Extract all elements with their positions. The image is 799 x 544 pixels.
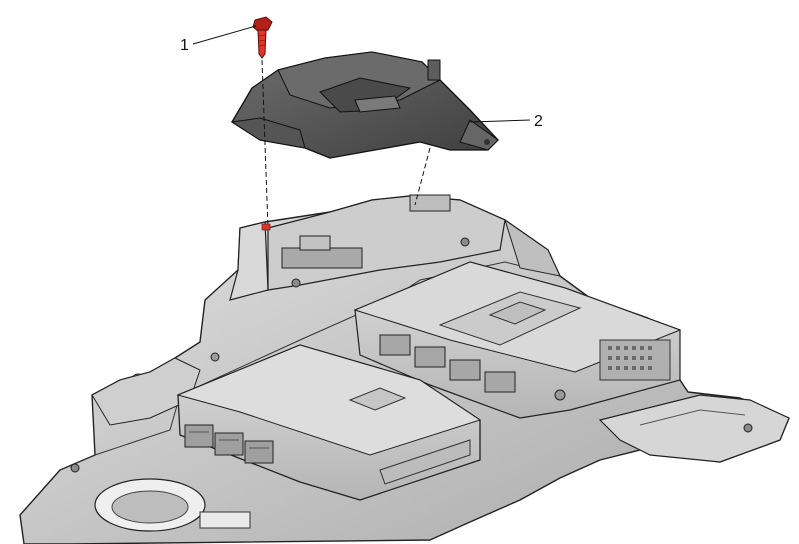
front-module	[176, 344, 482, 501]
leader-lines	[192, 25, 531, 123]
bolt-part	[252, 16, 273, 59]
bolt-location-marker	[261, 223, 271, 231]
bolt-guide-line	[261, 59, 269, 229]
leader-line-2	[469, 119, 531, 123]
rear-module	[353, 261, 682, 419]
callout-2: 2	[534, 113, 543, 130]
bracket-part	[230, 51, 499, 159]
callout-1: 1	[180, 37, 189, 54]
bracket-guide-line	[414, 147, 431, 206]
leader-line-1	[192, 25, 257, 45]
assembly-guide-lines	[261, 59, 431, 229]
